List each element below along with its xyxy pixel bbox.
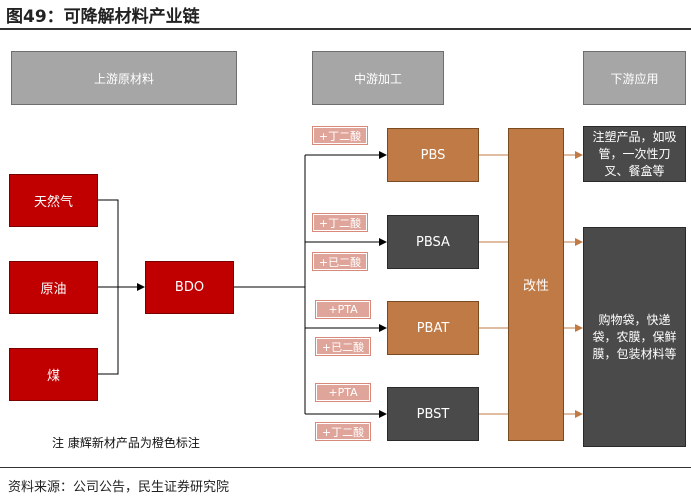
raw-crude-oil: 原油 bbox=[9, 261, 98, 314]
tag-pta: +PTA bbox=[315, 383, 371, 402]
tag-adipic-acid: +已二酸 bbox=[312, 252, 368, 271]
product-pbst: PBST bbox=[387, 387, 479, 441]
source-note: 资料来源：公司公告，民生证券研究院 bbox=[8, 480, 230, 495]
tag-succinic-acid: +丁二酸 bbox=[312, 213, 368, 232]
header-midstream: 中游加工 bbox=[312, 51, 444, 105]
product-pbsa: PBSA bbox=[387, 215, 479, 269]
application-films-packaging: 购物袋，快递袋，农膜，保鲜膜，包装材料等 bbox=[583, 227, 686, 447]
bdo-box: BDO bbox=[145, 261, 234, 314]
product-pbs: PBS bbox=[387, 128, 479, 182]
tag-succinic-acid: +丁二酸 bbox=[315, 422, 371, 441]
tag-pta: +PTA bbox=[315, 300, 371, 319]
tag-succinic-acid: +丁二酸 bbox=[312, 126, 368, 145]
footer-rule bbox=[0, 467, 691, 468]
raw-natural-gas: 天然气 bbox=[9, 174, 98, 227]
figure-title: 图49：可降解材料产业链 bbox=[6, 7, 200, 27]
application-injection-products: 注塑产品，如吸管，一次性刀叉、餐盒等 bbox=[583, 126, 686, 182]
legend-note: 注 康辉新材产品为橙色标注 bbox=[52, 436, 200, 450]
header-downstream: 下游应用 bbox=[583, 51, 686, 105]
product-pbat: PBAT bbox=[387, 301, 479, 355]
header-upstream: 上游原材料 bbox=[11, 51, 237, 105]
raw-coal: 煤 bbox=[9, 348, 98, 401]
modification-box: 改性 bbox=[508, 128, 564, 441]
tag-adipic-acid: +已二酸 bbox=[315, 337, 371, 356]
title-rule bbox=[0, 28, 691, 30]
